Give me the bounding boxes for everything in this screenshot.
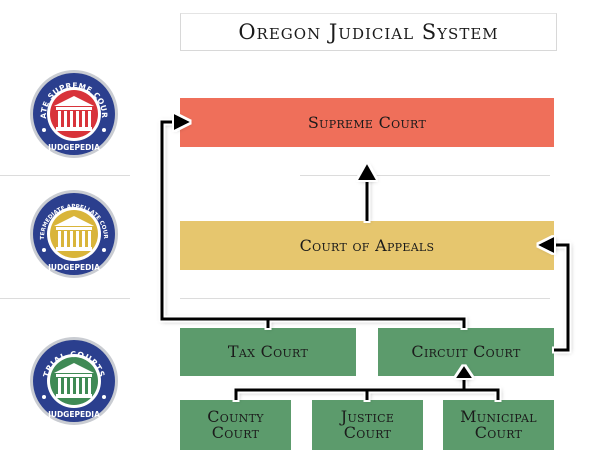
court-of-appeals-label: Court of Appeals <box>299 235 435 255</box>
supreme-badge-bottom-text: JUDGEPEDIA <box>47 143 100 152</box>
circuit-to-appeals-line <box>552 243 570 352</box>
court-of-appeals-box: Court of Appeals <box>180 221 554 270</box>
tax-court-label: Tax Court <box>227 342 309 361</box>
circuit-to-rail-line <box>268 317 466 328</box>
arrowhead-supreme-left <box>174 114 190 130</box>
tier-separator-top <box>0 175 130 176</box>
municipal-court-label: Municipal Court <box>460 407 537 442</box>
tier-separator-bottom <box>0 298 130 299</box>
tax-court-box: Tax Court <box>180 328 356 376</box>
appellate-courts-badge: INTERMEDIATE APPELLATE COURTS JUDGEPEDIA <box>28 188 118 278</box>
arrowhead-appeals-right <box>538 237 554 253</box>
justice-court-label: Justice Court <box>340 407 395 442</box>
arrowhead-circuit-bottom <box>456 366 472 378</box>
diagram-title-text: Oregon Judicial System <box>238 20 499 44</box>
trial-to-supreme-line <box>160 120 270 328</box>
justice-court-box: Justice Court <box>312 400 423 450</box>
supreme-court-box: Supreme Court <box>180 98 554 147</box>
municipal-court-box: Municipal Court <box>443 400 554 450</box>
diagram-title: Oregon Judicial System <box>180 13 557 51</box>
trial-courts-badge: TRIAL COURTS JUDGEPEDIA <box>30 337 118 425</box>
tier-separator-top-right <box>300 175 550 176</box>
supreme-courts-badge: STATE SUPREME COURTS JUDGEPEDIA <box>28 68 118 158</box>
arrowhead-supreme-bottom <box>358 164 376 180</box>
county-court-label: County Court <box>207 407 264 442</box>
trial-badge-bottom-text: JUDGEPEDIA <box>47 410 100 419</box>
county-court-box: County Court <box>180 400 291 450</box>
circuit-court-box: Circuit Court <box>378 328 554 376</box>
appellate-badge-bottom-text: JUDGEPEDIA <box>47 263 100 272</box>
tier-separator-bottom-right <box>180 298 550 299</box>
circuit-court-label: Circuit Court <box>411 342 521 361</box>
supreme-court-label: Supreme Court <box>307 112 427 132</box>
